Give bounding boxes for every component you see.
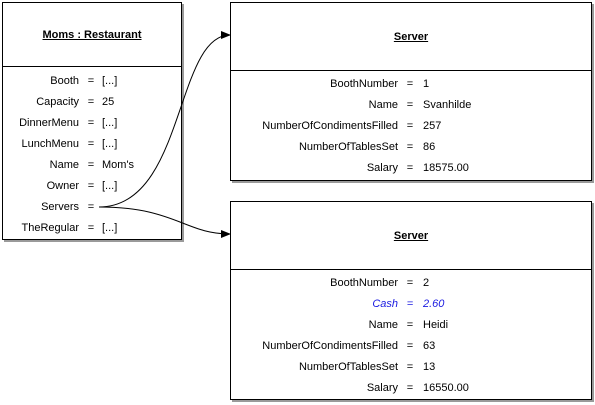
equals-sign: = xyxy=(87,159,95,171)
equals-sign: = xyxy=(406,78,414,90)
field-key: TheRegular xyxy=(21,222,79,234)
equals-sign: = xyxy=(406,319,414,331)
server1-field-numberofcondimentsfilled: NumberOfCondimentsFilled = 257 xyxy=(231,116,591,137)
field-key: Cash xyxy=(372,298,398,310)
restaurant-field-servers: Servers = xyxy=(3,197,181,218)
field-value: [...] xyxy=(102,222,118,234)
field-key: Capacity xyxy=(36,96,79,108)
field-value: 25 xyxy=(102,96,115,108)
server2-field-cash: Cash = 2.60 xyxy=(231,294,591,315)
field-key: Salary xyxy=(366,162,398,174)
equals-sign: = xyxy=(406,361,414,373)
field-key: NumberOfCondimentsFilled xyxy=(262,340,398,352)
field-key: Booth xyxy=(50,75,79,87)
restaurant-field-dinnermenu: DinnerMenu = [...] xyxy=(3,113,181,134)
field-value: [...] xyxy=(102,180,118,192)
field-key: BoothNumber xyxy=(330,277,398,289)
field-value: 2 xyxy=(423,277,430,289)
field-value: 1 xyxy=(423,78,430,90)
equals-sign: = xyxy=(406,277,414,289)
restaurant-field-name: Name = Mom's xyxy=(3,155,181,176)
equals-sign: = xyxy=(87,117,95,129)
restaurant-header: Moms : Restaurant xyxy=(3,3,181,67)
field-key: Name xyxy=(368,319,398,331)
server1-field-numberoftablesset: NumberOfTablesSet = 86 xyxy=(231,137,591,158)
field-value: Mom's xyxy=(102,159,135,171)
field-key: NumberOfTablesSet xyxy=(298,361,398,373)
field-value: 16550.00 xyxy=(423,382,469,394)
field-value: Heidi xyxy=(423,319,449,331)
server1-field-name: Name = Svanhilde xyxy=(231,95,591,116)
restaurant-field-capacity: Capacity = 25 xyxy=(3,92,181,113)
field-key: Name xyxy=(49,159,79,171)
field-value: 86 xyxy=(423,141,436,153)
equals-sign: = xyxy=(87,180,95,192)
restaurant-field-booth: Booth = [...] xyxy=(3,71,181,92)
server-2-title: Server xyxy=(393,229,429,242)
equals-sign: = xyxy=(406,298,414,310)
field-key: DinnerMenu xyxy=(19,117,79,129)
server1-field-salary: Salary = 18575.00 xyxy=(231,158,591,179)
field-value: [...] xyxy=(102,75,118,87)
equals-sign: = xyxy=(406,120,414,132)
equals-sign: = xyxy=(87,138,95,150)
equals-sign: = xyxy=(406,382,414,394)
field-key: NumberOfCondimentsFilled xyxy=(262,120,398,132)
server2-field-numberofcondimentsfilled: NumberOfCondimentsFilled = 63 xyxy=(231,336,591,357)
restaurant-title: Moms : Restaurant xyxy=(42,28,142,41)
server1-field-boothnumber: BoothNumber = 1 xyxy=(231,74,591,95)
restaurant-field-theregular: TheRegular = [...] xyxy=(3,218,181,239)
equals-sign: = xyxy=(406,340,414,352)
field-key: Servers xyxy=(41,201,79,213)
field-value: 13 xyxy=(423,361,436,373)
field-key: Owner xyxy=(46,180,79,192)
equals-sign: = xyxy=(406,141,414,153)
server2-field-salary: Salary = 16550.00 xyxy=(231,378,591,399)
field-key: LunchMenu xyxy=(21,138,80,150)
restaurant-field-owner: Owner = [...] xyxy=(3,176,181,197)
field-value: 18575.00 xyxy=(423,162,469,174)
field-key: NumberOfTablesSet xyxy=(298,141,398,153)
server2-field-boothnumber: BoothNumber = 2 xyxy=(231,273,591,294)
equals-sign: = xyxy=(87,222,95,234)
field-key: BoothNumber xyxy=(330,78,398,90)
field-value: Svanhilde xyxy=(423,99,472,111)
field-value: 63 xyxy=(423,340,436,352)
server2-field-numberoftablesset: NumberOfTablesSet = 13 xyxy=(231,357,591,378)
server-1-header: Server xyxy=(231,3,591,71)
field-key: Name xyxy=(368,99,398,111)
field-key: Salary xyxy=(366,382,398,394)
restaurant-object-box[interactable]: Moms : Restaurant Booth = [...] Capacity = 25… xyxy=(2,2,182,240)
field-value: 257 xyxy=(423,120,442,132)
field-value: [...] xyxy=(102,117,118,129)
equals-sign: = xyxy=(87,96,95,108)
server-1-title: Server xyxy=(393,30,429,43)
equals-sign: = xyxy=(87,75,95,87)
server-2-header: Server xyxy=(231,202,591,270)
restaurant-field-lunchmenu: LunchMenu = [...] xyxy=(3,134,181,155)
field-value: 2.60 xyxy=(423,298,445,310)
equals-sign: = xyxy=(406,162,414,174)
equals-sign: = xyxy=(406,99,414,111)
field-value: [...] xyxy=(102,138,118,150)
server2-field-name: Name = Heidi xyxy=(231,315,591,336)
equals-sign: = xyxy=(87,201,95,213)
